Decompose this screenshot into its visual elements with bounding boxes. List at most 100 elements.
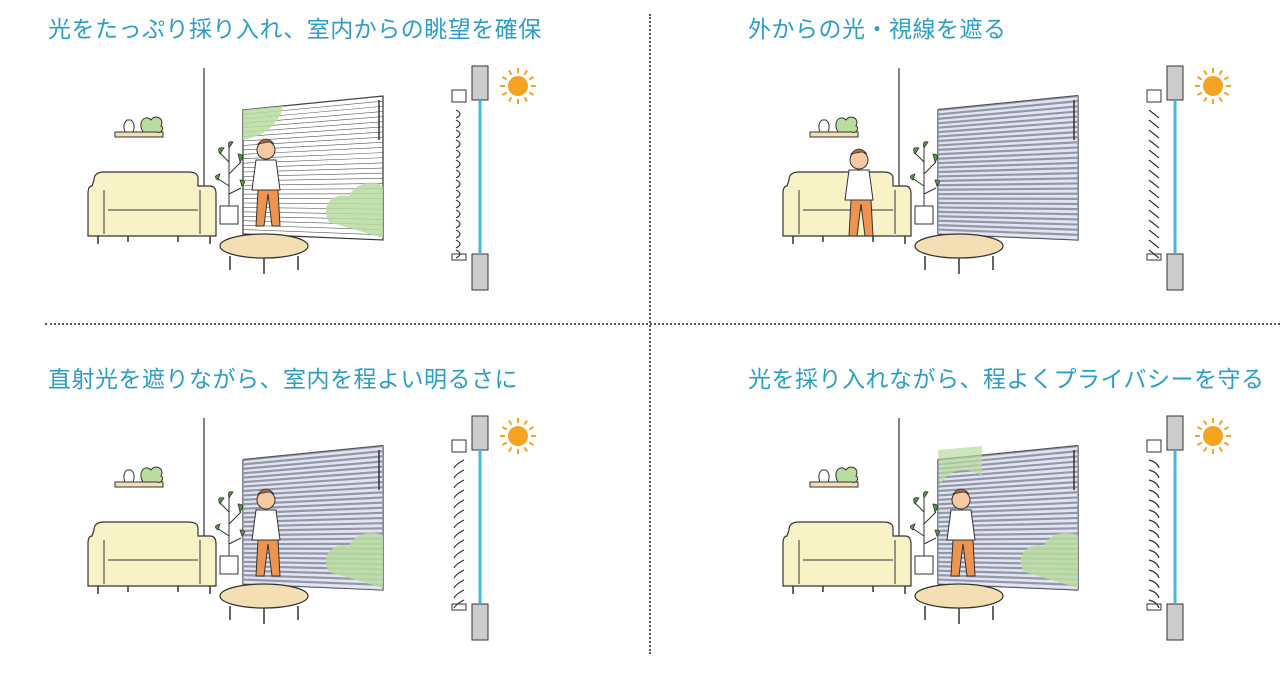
section-slat — [454, 520, 464, 528]
section-bottom-frame — [1167, 254, 1183, 290]
section-slat — [1149, 220, 1159, 228]
section-slat — [456, 180, 460, 188]
section-bottom-frame — [472, 254, 488, 290]
sun-ray — [529, 93, 533, 96]
section-slat — [454, 590, 464, 598]
plant-stem — [912, 498, 936, 556]
section-slat — [1149, 590, 1159, 598]
sofa-icon — [88, 172, 216, 244]
wall-shelf — [115, 467, 163, 487]
table-top — [220, 234, 308, 258]
scene-illustration — [0, 350, 640, 671]
sun-ray — [502, 427, 506, 430]
sun-ray — [1197, 77, 1201, 80]
table-legs — [925, 606, 993, 624]
wall-shelf — [810, 467, 858, 487]
section-slat — [1149, 110, 1159, 118]
blind-head-box — [452, 90, 466, 102]
section-slat — [1149, 490, 1159, 498]
section-top-frame — [1167, 66, 1183, 100]
plant-stem — [912, 148, 936, 206]
sun-ray — [525, 70, 528, 74]
sun-ray — [502, 77, 506, 80]
sofa-icon — [783, 522, 911, 594]
sofa-icon — [88, 522, 216, 594]
sun-ray — [1204, 420, 1207, 424]
sun-ray — [1220, 97, 1223, 101]
section-slat — [456, 160, 460, 168]
sun-ray — [1204, 70, 1207, 74]
section-top-frame — [472, 416, 488, 450]
sun-ray — [509, 420, 512, 424]
room-scene — [781, 66, 1231, 290]
section-slat — [456, 120, 460, 128]
section-slat — [456, 130, 460, 138]
section-slat — [454, 550, 464, 558]
window-section-icon — [1147, 66, 1183, 290]
section-slat — [1149, 530, 1159, 538]
section-slat — [1149, 130, 1159, 138]
shelf-board — [810, 482, 858, 487]
sun-ray — [1204, 447, 1207, 451]
person-shirt — [252, 160, 280, 190]
sun-ray — [1224, 77, 1228, 80]
section-slat — [456, 170, 460, 178]
room-scene — [86, 66, 536, 290]
section-slat — [1149, 470, 1159, 478]
sun-ray — [1220, 70, 1223, 74]
window-section-icon — [1147, 416, 1183, 640]
potted-plant — [215, 142, 244, 224]
table-legs — [230, 606, 298, 624]
plant-pot — [915, 556, 933, 574]
vase-icon — [124, 470, 134, 482]
section-slat — [454, 560, 464, 568]
section-slat — [454, 460, 464, 468]
table-legs — [230, 256, 298, 274]
wall-shelf — [810, 117, 858, 137]
potted-plant — [215, 492, 244, 574]
section-slat — [1149, 540, 1159, 548]
section-slat — [1149, 580, 1159, 588]
section-top-frame — [472, 66, 488, 100]
sun-core — [508, 76, 528, 96]
section-slat — [454, 480, 464, 488]
sun-ray — [509, 70, 512, 74]
scene-illustration — [700, 350, 1280, 671]
sun-ray — [1197, 93, 1201, 96]
table-icon — [915, 584, 1003, 624]
sun-ray — [509, 97, 512, 101]
sun-ray — [525, 420, 528, 424]
scene-illustration — [0, 0, 640, 330]
section-slat — [1149, 560, 1159, 568]
plant-stem — [217, 148, 241, 206]
sun-ray — [529, 427, 533, 430]
blind-head-box — [452, 440, 466, 452]
person-shirt — [252, 510, 280, 540]
sun-core — [1203, 426, 1223, 446]
sun-icon — [500, 68, 536, 104]
section-slat — [456, 210, 460, 218]
section-slat — [1149, 160, 1159, 168]
sofa-legs — [793, 236, 905, 244]
section-slat — [1149, 550, 1159, 558]
sun-ray — [1204, 97, 1207, 101]
section-slat — [1149, 210, 1159, 218]
sun-ray — [1224, 427, 1228, 430]
section-slat — [1149, 500, 1159, 508]
plant-icon — [141, 117, 163, 132]
shelf-board — [810, 132, 858, 137]
panel-moderate-light: 直射光を遮りながら、室内を程よい明るさに — [0, 350, 640, 680]
section-slat — [456, 220, 460, 228]
vase-icon — [819, 470, 829, 482]
sofa-body — [783, 522, 911, 586]
potted-plant — [910, 142, 939, 224]
window-section-icon — [452, 416, 488, 640]
section-slat — [454, 490, 464, 498]
section-slat — [456, 190, 460, 198]
sun-ray — [1197, 427, 1201, 430]
section-top-frame — [1167, 416, 1183, 450]
blind-bottom-rail — [1147, 254, 1161, 260]
table-icon — [220, 234, 308, 274]
section-slat — [454, 570, 464, 578]
blind-bottom-rail — [452, 254, 466, 260]
